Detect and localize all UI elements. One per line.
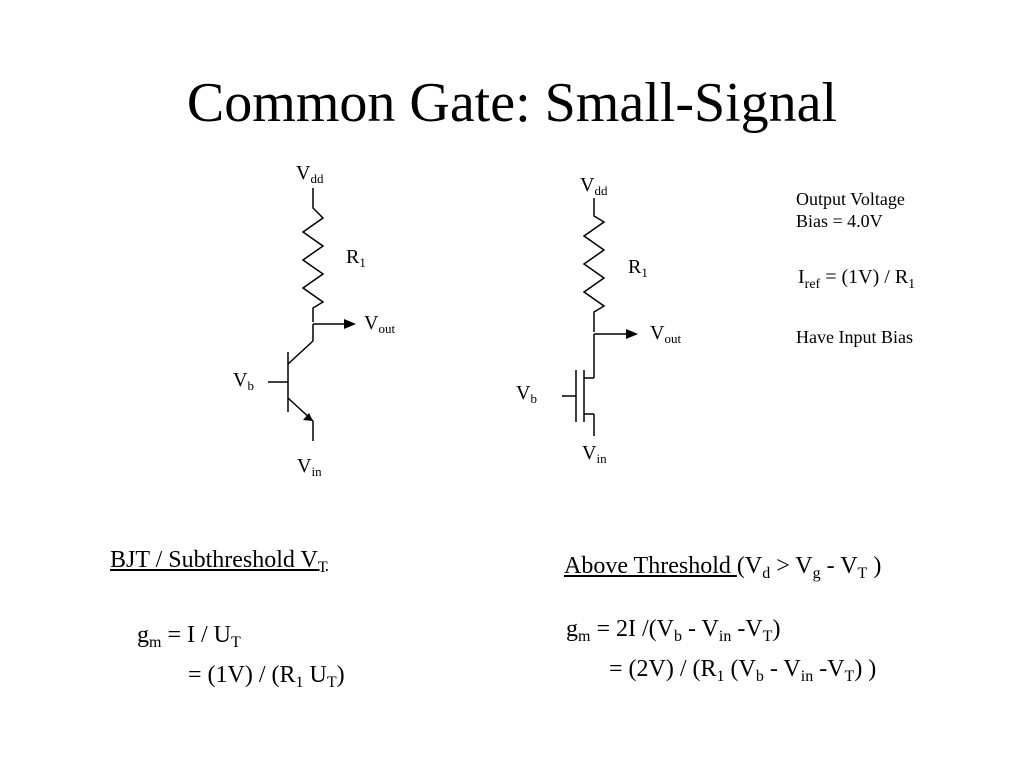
mos-resistor-r1 [582,198,606,332]
output-bias-note: Output Voltage Bias = 4.0V [796,188,905,232]
mos-vout-label: Vout [650,322,682,346]
mos-vin-label: Vin [582,442,607,466]
bjt-emitter-arrow [303,413,313,421]
bjt-vin-label: Vin [297,455,322,479]
above-section-heading: Above Threshold (Vd > Vg - VT ) [564,553,882,582]
bjt-vb-label: Vb [233,369,254,393]
bjt-output-arrow [344,319,356,329]
input-bias-note: Have Input Bias [796,327,913,347]
bjt-gm-line2: = (1V) / (R1 UT) [188,662,345,691]
mos-output-arrow [626,329,638,339]
bjt-gm-line1: gm = I / UT [137,622,241,651]
bjt-collector-diagonal [287,340,314,365]
mos-vdd-label: Vdd [580,174,608,198]
bjt-r1-label: R1 [346,246,366,270]
bjt-section-heading: BJT / Subthreshold VT [110,547,328,576]
bjt-vout-label: Vout [364,312,396,336]
bjt-circuit [268,188,356,441]
mos-circuit [562,198,638,436]
bjt-resistor-r1 [301,188,325,322]
bias-value-line: Bias = 4.0V [796,211,883,231]
slide-title: Common Gate: Small-Signal [186,72,838,134]
iref-equation: Iref = (1V) / R1 [798,266,916,292]
above-gm-line1: gm = 2I /(Vb - Vin -VT) [566,616,781,645]
mos-r1-label: R1 [628,256,648,280]
above-gm-line2: = (2V) / (R1 (Vb - Vin -VT) ) [609,656,877,685]
output-voltage-line: Output Voltage [796,189,905,209]
mos-vb-label: Vb [516,382,537,406]
bjt-vdd-label: Vdd [296,162,324,186]
